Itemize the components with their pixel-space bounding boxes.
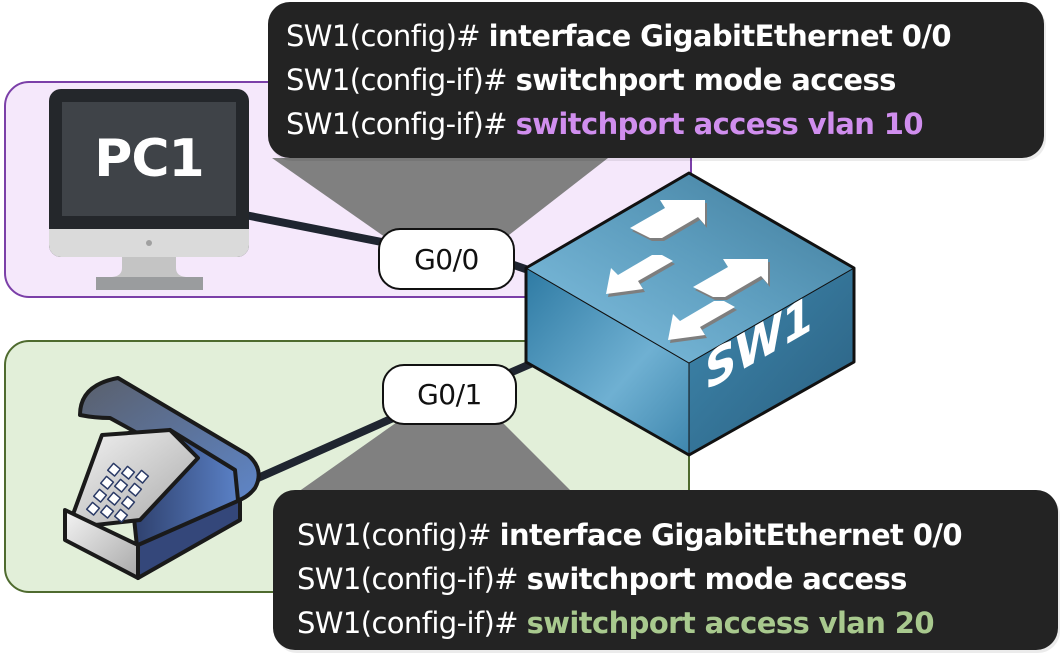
cli-prompt: SW1(config)#: [286, 19, 489, 53]
config-callout-vlan10: SW1(config)# interface GigabitEthernet 0…: [268, 2, 1044, 158]
cli-prompt: SW1(config)#: [297, 518, 500, 552]
cli-command: switchport mode access: [515, 63, 897, 97]
pc-label: PC1: [94, 129, 204, 189]
config-line: SW1(config)# interface GigabitEthernet 0…: [286, 14, 952, 58]
callout-beam-bottom: [298, 420, 572, 492]
cable-phone-to-g01: [256, 411, 402, 482]
config-line: SW1(config-if)# switchport mode access: [286, 58, 951, 102]
cli-command-vlan10: switchport access vlan 10: [515, 107, 924, 141]
callout-beam-top: [272, 158, 608, 242]
desk-phone-icon[interactable]: [63, 376, 261, 580]
switch-arrows: [606, 200, 770, 343]
cli-prompt: SW1(config-if)#: [286, 107, 516, 141]
config-line: SW1(config-if)# switchport access vlan 2…: [297, 601, 962, 645]
cli-prompt: SW1(config-if)#: [297, 562, 527, 596]
cli-command: interface GigabitEthernet 0/0: [488, 19, 952, 53]
port-label-g00: G0/0: [378, 228, 515, 290]
cli-command: interface GigabitEthernet 0/0: [499, 518, 963, 552]
cli-command: switchport mode access: [526, 562, 908, 596]
cli-prompt: SW1(config-if)#: [286, 63, 516, 97]
desktop-monitor-icon[interactable]: [49, 89, 249, 290]
cli-prompt: SW1(config-if)#: [297, 606, 527, 640]
config-line: SW1(config)# interface GigabitEthernet 0…: [297, 513, 963, 557]
cable-pc-to-g00: [244, 211, 393, 248]
config-callout-vlan20: SW1(config)# interface GigabitEthernet 0…: [273, 490, 1058, 650]
port-label-g01: G0/1: [382, 364, 517, 425]
config-line: SW1(config-if)# switchport mode access: [297, 557, 962, 601]
config-line: SW1(config-if)# switchport access vlan 1…: [286, 102, 951, 146]
switch-icon[interactable]: [524, 171, 856, 457]
cli-command-vlan20: switchport access vlan 20: [526, 606, 935, 640]
